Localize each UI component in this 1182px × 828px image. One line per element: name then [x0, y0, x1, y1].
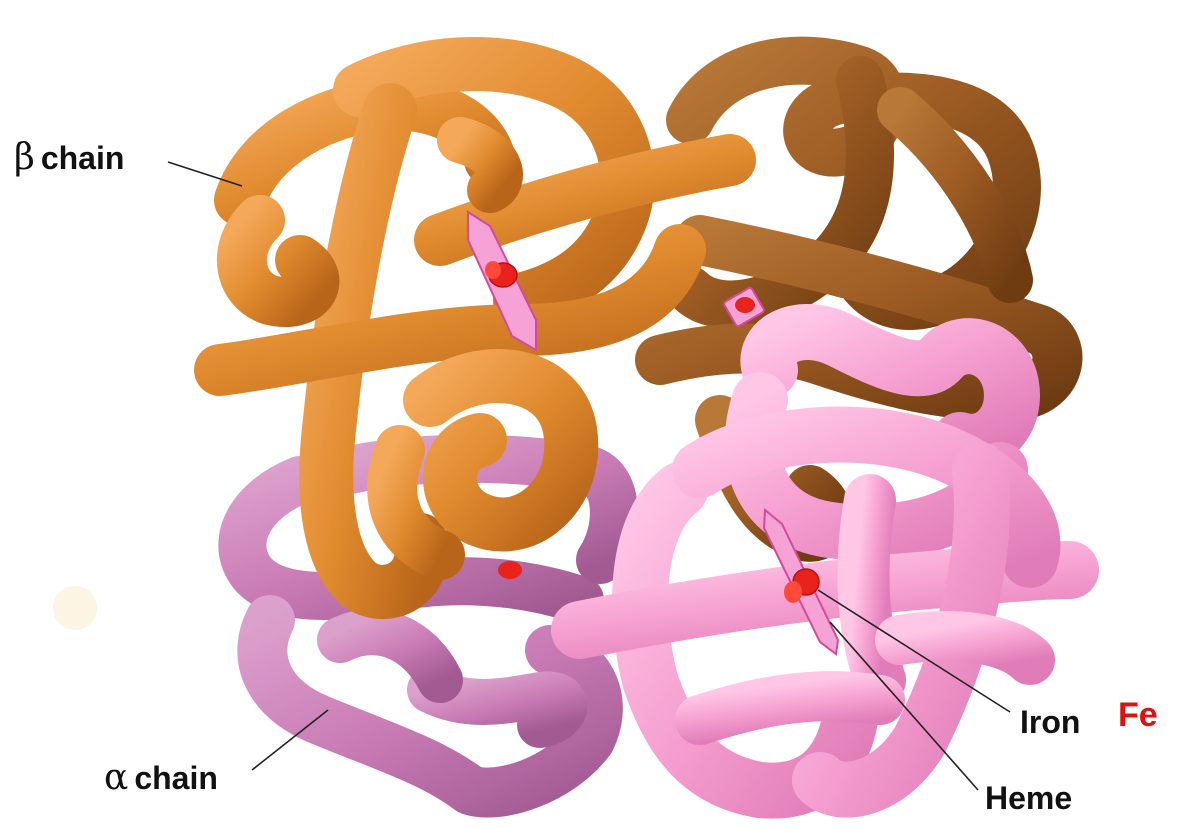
heme-group-back-left [498, 561, 522, 579]
alpha-symbol: α [104, 757, 128, 798]
beta-chain-word: chain [41, 140, 125, 176]
alpha-chain-word: chain [134, 760, 218, 796]
alpha-chain-front [580, 332, 1070, 791]
heme-label: Heme [985, 782, 1072, 814]
fe-symbol-label: Fe [1118, 698, 1158, 732]
background-spot [53, 586, 97, 630]
beta-symbol: β [14, 137, 35, 178]
iron-label: Iron [1020, 706, 1080, 738]
